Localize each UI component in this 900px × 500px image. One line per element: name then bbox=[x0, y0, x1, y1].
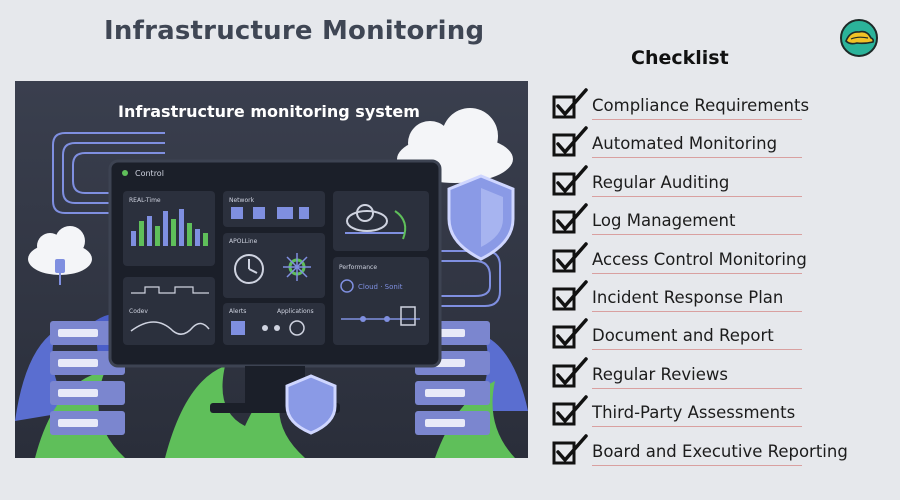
foliage-center bbox=[165, 366, 305, 458]
window-title: Control bbox=[135, 169, 164, 178]
page-title: Infrastructure Monitoring bbox=[104, 16, 485, 46]
item-underline bbox=[592, 310, 802, 312]
checklist-item-access-control-monitoring: Access Control Monitoring bbox=[552, 240, 892, 278]
illustration: Infrastructure monitoring system bbox=[15, 81, 528, 458]
checklist-item-incident-response-plan: Incident Response Plan bbox=[552, 278, 892, 316]
checklist: Compliance Requirements Automated Monito… bbox=[552, 86, 892, 470]
cloud-right-icon bbox=[397, 108, 513, 183]
clock-icon bbox=[234, 254, 264, 284]
checked-box-icon bbox=[552, 318, 588, 349]
checklist-item-regular-auditing: Regular Auditing bbox=[552, 163, 892, 201]
checked-box-icon bbox=[552, 203, 588, 234]
checklist-item-label: Document and Report bbox=[592, 326, 774, 346]
server-stack-left bbox=[50, 321, 125, 435]
panel-cloud-label: Cloud · Sonit bbox=[358, 283, 403, 291]
item-underline bbox=[592, 272, 802, 274]
checklist-item-label: Board and Executive Reporting bbox=[592, 441, 848, 461]
item-underline bbox=[592, 234, 802, 236]
item-underline bbox=[592, 426, 802, 428]
item-underline bbox=[592, 195, 802, 197]
checked-box-icon bbox=[552, 165, 588, 196]
cloud-left-icon bbox=[28, 226, 92, 285]
checked-box-icon bbox=[552, 88, 588, 119]
panel-applications-label: Applications bbox=[277, 308, 314, 315]
checklist-item-document-and-report: Document and Report bbox=[552, 316, 892, 354]
panel-performance-label: Performance bbox=[339, 264, 377, 271]
checked-box-icon bbox=[552, 126, 588, 157]
checked-box-icon bbox=[552, 433, 588, 465]
checklist-item-label: Automated Monitoring bbox=[592, 134, 778, 154]
item-underline bbox=[592, 387, 802, 389]
hat-logo-icon bbox=[840, 19, 878, 57]
network-node-icon bbox=[283, 253, 311, 281]
checklist-item-third-party-assessments: Third-Party Assessments bbox=[552, 393, 892, 431]
checklist-item-board-and-executive-reporting: Board and Executive Reporting bbox=[552, 432, 892, 470]
checklist-item-label: Regular Auditing bbox=[592, 172, 730, 192]
checklist-item-label: Access Control Monitoring bbox=[592, 249, 807, 269]
shield-right-icon bbox=[447, 174, 515, 261]
monitor: Control REAL-Time Network bbox=[108, 159, 442, 413]
panel-realtime-label: REAL-Time bbox=[129, 197, 161, 204]
checklist-item-label: Third-Party Assessments bbox=[592, 403, 796, 423]
item-underline bbox=[592, 464, 802, 466]
checked-box-icon bbox=[552, 356, 588, 388]
checklist-item-log-management: Log Management bbox=[552, 201, 892, 239]
checklist-title: Checklist bbox=[631, 47, 729, 69]
shield-bottom-icon bbox=[285, 374, 337, 435]
item-underline bbox=[592, 349, 802, 351]
checked-box-icon bbox=[552, 241, 588, 273]
cloud-network-icon bbox=[345, 204, 407, 240]
checklist-item-compliance-requirements: Compliance Requirements bbox=[552, 86, 892, 124]
checklist-item-label: Regular Reviews bbox=[592, 364, 728, 384]
illustration-heading: Infrastructure monitoring system bbox=[118, 102, 420, 121]
panel-codev-label: Codev bbox=[129, 308, 148, 315]
checked-box-icon bbox=[552, 280, 588, 311]
checklist-item-regular-reviews: Regular Reviews bbox=[552, 355, 892, 393]
checklist-item-label: Log Management bbox=[592, 211, 736, 231]
panel-apo-label: APOLLine bbox=[229, 238, 258, 245]
item-underline bbox=[592, 119, 802, 120]
checklist-item-label: Incident Response Plan bbox=[592, 287, 784, 307]
checklist-item-automated-monitoring: Automated Monitoring bbox=[552, 124, 892, 162]
circuit-lines-left bbox=[52, 132, 165, 214]
checklist-item-label: Compliance Requirements bbox=[592, 96, 810, 115]
realtime-bars bbox=[131, 209, 208, 246]
checked-box-icon bbox=[552, 395, 588, 426]
item-underline bbox=[592, 157, 802, 159]
panel-alerts-label: Alerts bbox=[229, 308, 246, 315]
panel-network-label: Network bbox=[229, 197, 255, 204]
